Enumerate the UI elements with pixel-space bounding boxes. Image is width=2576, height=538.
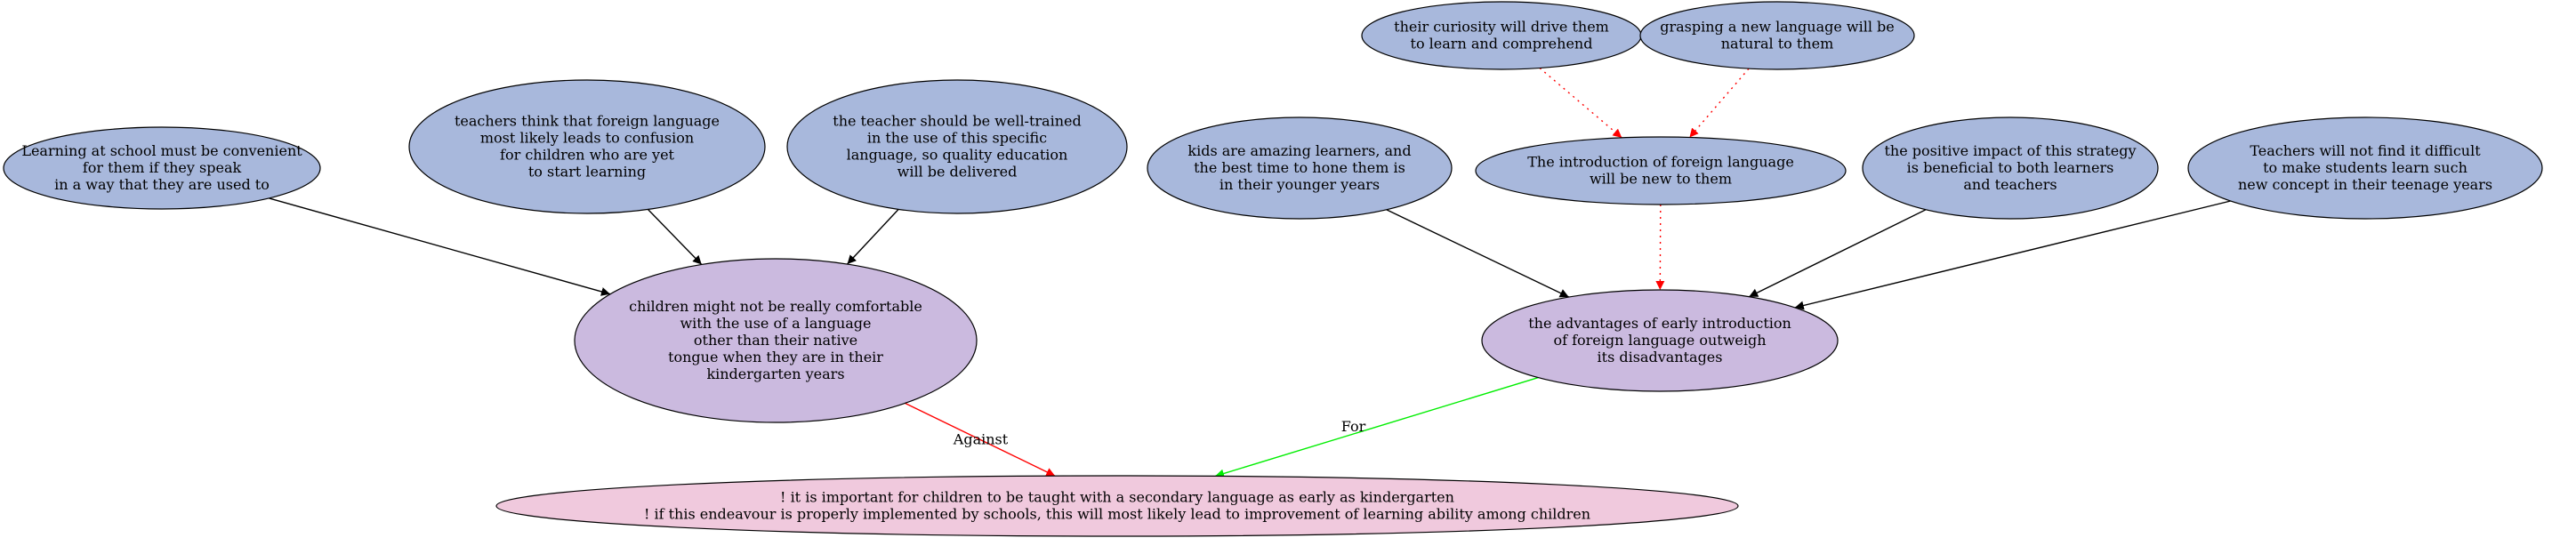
node-text-line: in their younger years: [1220, 176, 1380, 193]
node-ellipse: [495, 475, 1739, 537]
node-ellipse: [3, 126, 321, 210]
node-text-line: ! it is important for children to be tau…: [780, 489, 1454, 506]
node-text-line: The introduction of foreign language: [1527, 154, 1794, 171]
edge-layer: Against For: [269, 67, 2231, 478]
node-premise-n7: The introduction of foreign languagewill…: [1475, 136, 1847, 205]
node-text-line: the best time to hone them is: [1194, 159, 1405, 176]
node-text-line: for them if they speak: [83, 159, 242, 176]
node-ellipse: [786, 79, 1128, 214]
node-ellipse: [2187, 116, 2543, 220]
node-ellipse: [1475, 136, 1847, 205]
node-layer: Learning at school must be convenientfor…: [3, 1, 2543, 537]
node-ellipse: [408, 79, 766, 214]
node-text-line: to make students learn such: [2263, 159, 2467, 176]
edge-c2-to-root: [1214, 376, 1539, 478]
node-text-line: children might not be really comfortable: [629, 298, 922, 315]
edge-label-against: Against: [953, 430, 1009, 447]
node-text-line: its disadvantages: [1598, 349, 1723, 365]
node-text-line: and teachers: [1963, 176, 2057, 193]
edge-c1-to-root: [905, 402, 1056, 477]
edge-n5-to-n7: [1539, 67, 1622, 139]
node-text-line: Learning at school must be convenient: [21, 142, 302, 159]
node-intermediate-c1: children might not be really comfortable…: [574, 258, 978, 423]
edge-n4-to-c2: [1386, 209, 1570, 298]
node-ellipse: [574, 258, 978, 423]
node-text-line: to learn and comprehend: [1411, 36, 1593, 52]
node-text-line: will be new to them: [1590, 171, 1732, 188]
node-text-line: will be delivered: [898, 164, 1018, 181]
node-text-line: with the use of a language: [680, 315, 871, 332]
node-text-line: Teachers will not find it difficult: [2250, 142, 2481, 159]
node-text-line: language, so quality education: [847, 147, 1068, 164]
node-ellipse: [1481, 289, 1839, 392]
edge-n9-to-c2: [1794, 200, 2231, 310]
node-text-line: natural to them: [1721, 36, 1834, 52]
node-text-line: the positive impact of this strategy: [1885, 142, 2137, 159]
node-text-line: teachers think that foreign language: [455, 113, 720, 130]
node-conclusion-root: ! it is important for children to be tau…: [495, 475, 1739, 537]
edge-n1-to-c1: [269, 197, 611, 296]
node-text-line: in a way that they are used to: [54, 176, 270, 193]
node-ellipse: [1862, 116, 2159, 220]
node-text-line: ! if this endeavour is properly implemen…: [644, 506, 1590, 523]
node-text-line: new concept in their teenage years: [2238, 176, 2492, 193]
node-text-line: the advantages of early introduction: [1528, 315, 1791, 332]
node-text-line: most likely leads to confusion: [480, 130, 694, 147]
node-text-line: the teacher should be well-trained: [833, 113, 1081, 130]
node-text-line: tongue when they are in their: [668, 349, 883, 365]
node-premise-n1: Learning at school must be convenientfor…: [3, 126, 321, 210]
edge-n7-to-c2: [1655, 204, 1665, 291]
edge-n3-to-c1: [846, 208, 899, 265]
node-text-line: their curiosity will drive them: [1394, 19, 1609, 36]
node-text-line: to start learning: [528, 164, 646, 181]
node-ellipse: [1147, 116, 1453, 220]
node-text-line: for children who are yet: [500, 147, 675, 164]
node-text-line: in the use of this specific: [867, 130, 1047, 147]
edge-n6-to-n7: [1688, 68, 1750, 138]
edge-label-for: For: [1341, 418, 1366, 435]
node-ellipse: [1639, 1, 1915, 70]
node-text-line: kindergarten years: [706, 365, 844, 382]
node-premise-n2: teachers think that foreign languagemost…: [408, 79, 766, 214]
node-text-line: kids are amazing learners, and: [1187, 142, 1411, 159]
node-text-line: of foreign language outweigh: [1553, 332, 1766, 349]
node-text-line: grasping a new language will be: [1660, 19, 1895, 36]
node-text-line: is beneficial to both learners: [1907, 159, 2114, 176]
node-text-line: other than their native: [694, 332, 857, 349]
edge-n8-to-c2: [1748, 209, 1927, 298]
edge-n2-to-c1: [647, 209, 703, 265]
